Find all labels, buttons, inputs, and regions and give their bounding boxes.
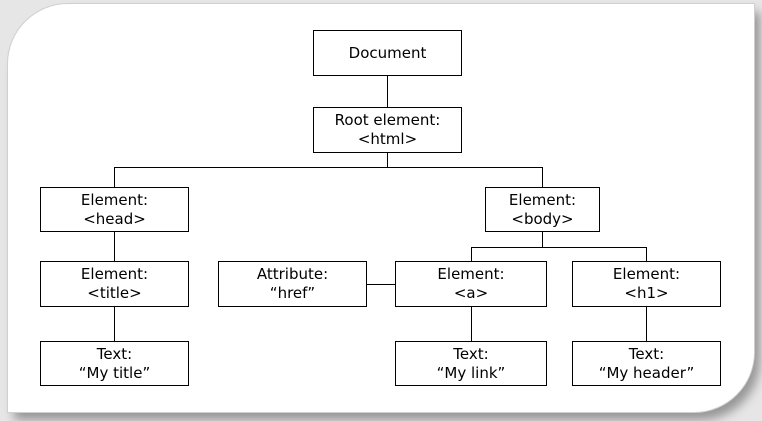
node-label: Text: — [628, 344, 665, 363]
node-root-element: Root element: <html> — [313, 107, 462, 153]
connector-attribute-a — [367, 284, 395, 285]
node-label: Text: — [96, 344, 133, 363]
node-value: “My link” — [436, 363, 506, 382]
node-document: Document — [313, 30, 462, 76]
node-label: Text: — [453, 344, 489, 363]
connector-a-text — [471, 307, 472, 341]
node-text-title: Text: “My title” — [40, 341, 189, 386]
node-value: “My title” — [78, 363, 151, 382]
connector-body-bus — [542, 232, 543, 247]
connector-bus-head — [114, 167, 115, 187]
node-value: “My header” — [598, 363, 695, 382]
node-text-header: Text: “My header” — [572, 341, 721, 386]
node-title: Element: <title> — [40, 261, 189, 307]
node-tag: <a> — [453, 284, 489, 302]
node-head: Element: <head> — [40, 187, 189, 232]
node-label: Element: — [508, 190, 577, 209]
connector-root-bus — [387, 153, 388, 167]
node-label: Attribute: — [256, 265, 329, 283]
node-label: Root element: — [334, 111, 441, 129]
connector-head-title — [114, 232, 115, 261]
connector-h1-text — [646, 307, 647, 341]
connector-level2-bus — [114, 167, 542, 168]
node-tag: <head> — [83, 209, 146, 228]
node-a: Element: <a> — [395, 261, 547, 307]
node-body: Element: <body> — [485, 187, 600, 232]
node-label: Element: — [80, 190, 149, 209]
connector-title-text — [114, 307, 115, 341]
connector-bus-h1 — [646, 247, 647, 261]
node-tag: <title> — [87, 284, 142, 302]
node-h1: Element: <h1> — [572, 261, 721, 307]
node-tag: <body> — [511, 209, 574, 228]
node-label: Element: — [612, 265, 681, 283]
node-tag: “href” — [269, 284, 316, 302]
node-tag: <html> — [357, 130, 418, 148]
node-tag: <h1> — [624, 284, 669, 302]
node-text-link: Text: “My link” — [395, 341, 547, 386]
node-attribute: Attribute: “href” — [218, 261, 367, 307]
connector-bus-body — [542, 167, 543, 187]
node-label: Element: — [437, 265, 505, 283]
connector-level4-bus — [471, 247, 646, 248]
connector-document-root — [387, 76, 388, 107]
node-label: Element: — [80, 265, 149, 283]
node-label: Document — [348, 43, 427, 62]
connector-bus-a — [471, 247, 472, 261]
